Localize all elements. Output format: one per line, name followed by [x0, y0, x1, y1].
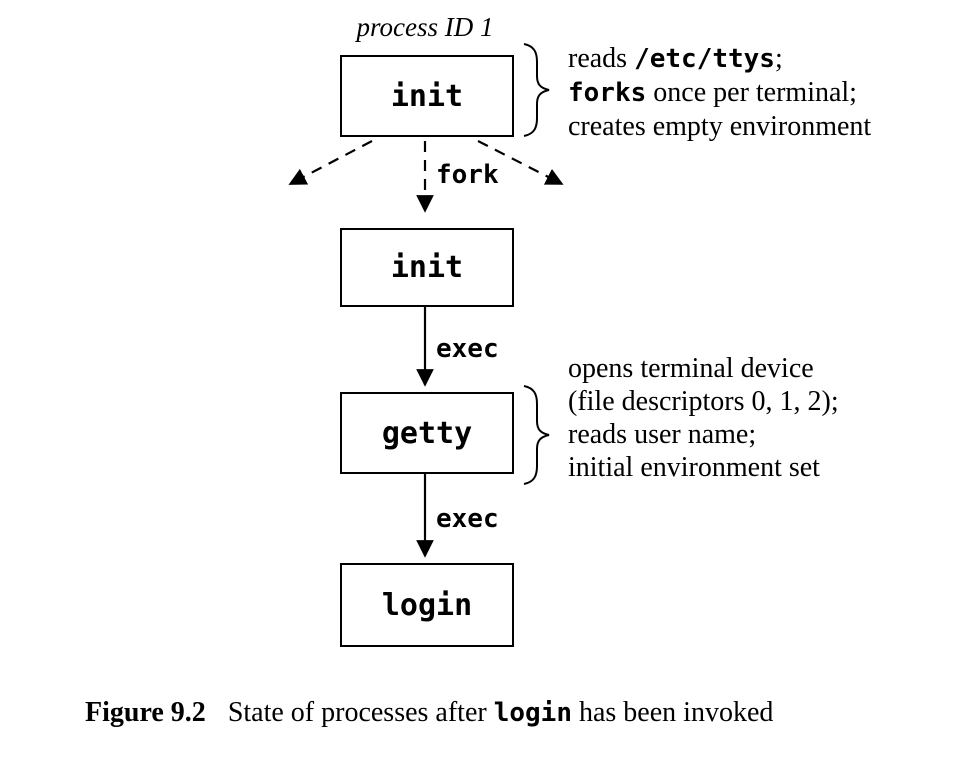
figure-caption: Figure 9.2 State of processes after login… — [85, 697, 773, 729]
brace-init-annotation — [523, 43, 550, 137]
caption-text-pre: State of processes after — [227, 697, 494, 728]
fork-edge-label: fork — [436, 160, 499, 190]
brace-getty-annotation — [523, 385, 550, 485]
annotation-text: reads — [568, 43, 635, 74]
annotation-text: creates empty environment — [568, 111, 872, 142]
process-box-init-2: init — [340, 228, 514, 307]
figure-number: Figure 9.2 — [85, 697, 206, 728]
annotation-getty-line-3: reads user name; — [568, 419, 757, 450]
annotation-getty-line-4: initial environment set — [568, 452, 820, 483]
fork-dashed-arrow-left — [288, 140, 373, 185]
annotation-getty: opens terminal device (file descriptors … — [568, 352, 839, 484]
annotation-code: /etc/ttys — [634, 44, 775, 74]
caption-text-post: has been invoked — [571, 697, 774, 728]
annotation-getty-line-1: opens terminal device — [568, 353, 814, 384]
exec-edge-label-2: exec — [436, 504, 499, 534]
process-box-getty: getty — [340, 392, 514, 474]
process-box-login: login — [340, 563, 514, 647]
caption-code: login — [493, 698, 572, 728]
annotation-text: once per terminal; — [646, 77, 857, 108]
annotation-init-line-1: reads /etc/ttys; — [568, 42, 871, 76]
annotation-text: ; — [774, 43, 783, 74]
process-id-label: process ID 1 — [356, 12, 494, 42]
annotation-getty-line-2: (file descriptors 0, 1, 2); — [568, 386, 839, 417]
annotation-init-line-3: creates empty environment — [568, 110, 871, 143]
annotation-init-line-2: forks once per terminal; — [568, 76, 871, 110]
annotation-code: forks — [568, 78, 647, 108]
process-box-init-1: init — [340, 55, 514, 137]
exec-edge-label-1: exec — [436, 334, 499, 364]
annotation-init: reads /etc/ttys; forks once per terminal… — [568, 42, 871, 143]
